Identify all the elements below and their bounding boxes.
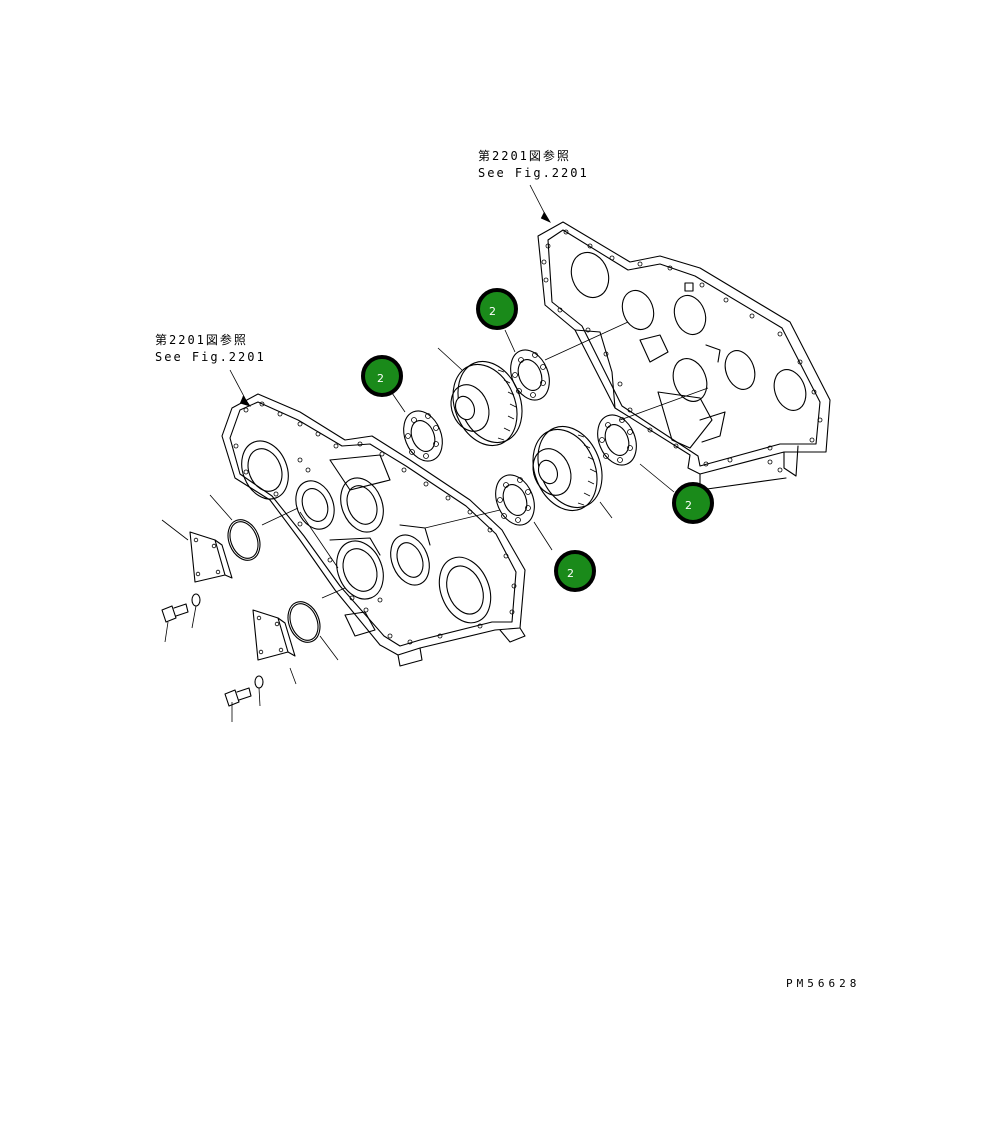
front-gear-housing <box>221 393 526 667</box>
drawing-code: PM56628 <box>786 977 861 990</box>
svg-text:2: 2 <box>685 499 692 512</box>
o-ring <box>227 519 261 561</box>
cover-plate-upper <box>189 531 233 583</box>
svg-text:2: 2 <box>567 567 574 580</box>
callout-badge: 2 <box>672 482 714 524</box>
o-ring <box>287 601 321 643</box>
bolt <box>161 603 189 623</box>
reference-jp-text: 第2201図参照 <box>155 333 248 347</box>
reference-en-text: See Fig.2201 <box>478 166 589 180</box>
callout-badge: 2 <box>361 355 403 397</box>
reference-jp-text: 第2201図参照 <box>478 149 571 163</box>
idler-gear-upper <box>450 360 523 447</box>
svg-text:2: 2 <box>489 305 496 318</box>
callout-badge: 2 <box>476 288 518 330</box>
bearing <box>495 474 535 526</box>
rear-gear-housing <box>537 221 831 491</box>
reference-en-text: See Fig.2201 <box>155 350 266 364</box>
bearing <box>597 414 637 466</box>
bolt <box>224 687 252 707</box>
svg-text:2: 2 <box>377 372 384 385</box>
bearing <box>403 410 443 462</box>
reference-label-rear: 第2201図参照 See Fig.2201 <box>478 148 589 182</box>
leader-lines <box>161 184 709 722</box>
reference-label-front: 第2201図参照 See Fig.2201 <box>155 332 266 366</box>
cover-plate-lower <box>252 609 296 661</box>
washer <box>191 593 201 607</box>
bearing <box>510 349 550 401</box>
idler-gear-lower <box>532 425 603 512</box>
callout-badge: 2 <box>554 550 596 592</box>
washer <box>254 675 264 689</box>
